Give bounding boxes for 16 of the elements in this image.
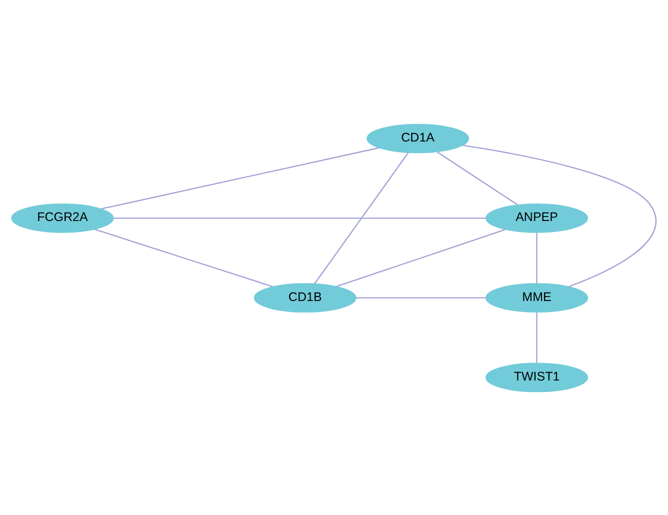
connector xyxy=(336,228,506,287)
connector xyxy=(462,144,656,287)
connector xyxy=(314,152,409,284)
node-ellipse: CD1A xyxy=(366,123,470,153)
connector xyxy=(536,232,538,283)
connector xyxy=(536,312,538,362)
node-ellipse: MME xyxy=(486,282,588,312)
node-ellipse: CD1B xyxy=(254,282,356,312)
node-ellipse: TWIST1 xyxy=(486,362,588,392)
node-ellipse: ANPEP xyxy=(486,202,588,232)
connector xyxy=(113,217,486,218)
connector xyxy=(436,151,518,205)
node-ellipse: FCGR2A xyxy=(11,202,114,232)
connector xyxy=(356,296,486,298)
connector xyxy=(101,146,379,209)
connector xyxy=(94,228,273,287)
